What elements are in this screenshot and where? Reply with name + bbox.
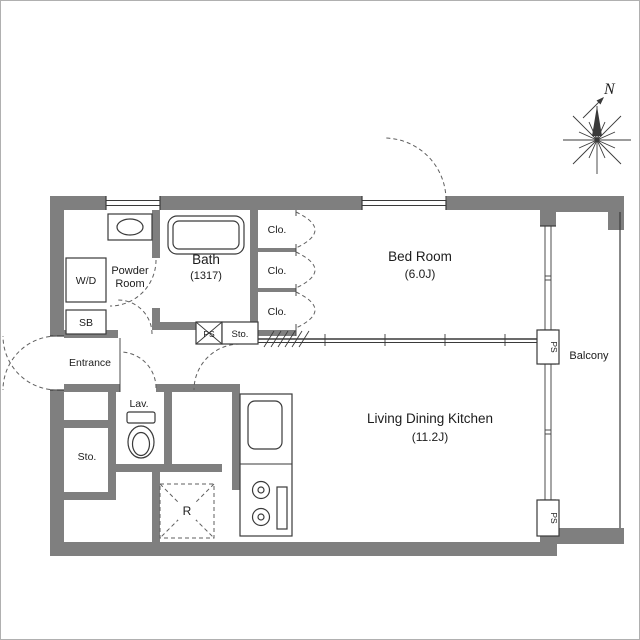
pipe-space-right-bottom-box <box>536 499 560 537</box>
entrance-opening <box>50 336 64 390</box>
bath-door-arc <box>109 259 157 307</box>
lavatory-door-arc <box>119 351 157 389</box>
closet-middle-label: Clo. <box>268 265 287 277</box>
compass-icon: N <box>563 81 631 174</box>
sink-icon <box>247 400 283 450</box>
vanity-basin <box>116 218 144 236</box>
pipe-space-right-top-label: PS <box>549 341 559 353</box>
burner-icon <box>251 480 271 500</box>
fixtures <box>65 213 560 539</box>
pipe-space-right-bottom-label: PS <box>549 512 559 524</box>
storage-hall-label: Sto. <box>232 329 249 340</box>
balcony-wall-top <box>556 196 624 212</box>
wall-kitchen-back <box>232 392 240 490</box>
ldk-label: Living Dining Kitchen <box>367 411 493 426</box>
sliding-partition <box>119 210 540 392</box>
shoe-box <box>65 309 107 335</box>
wall-lav-bottom <box>108 464 222 472</box>
stove-icon <box>251 480 288 530</box>
bedroom-label: Bed Room <box>388 249 452 264</box>
powder-room-label-2: Room <box>115 278 144 290</box>
pipe-space-hall-label: PS <box>203 329 215 339</box>
bathtub-icon <box>167 215 245 255</box>
toilet-bowl <box>131 431 151 457</box>
wall-fridge-left <box>152 472 160 542</box>
refrigerator-space <box>159 483 215 539</box>
wall-lav-left <box>108 384 116 500</box>
bedroom-top-window <box>362 196 446 210</box>
door-swings <box>2 137 447 391</box>
bedroom-window-arc <box>383 137 447 201</box>
balcony-wall-stub <box>608 196 624 230</box>
washer-dryer-label: W/D <box>76 275 97 287</box>
burner-icon <box>251 507 271 527</box>
ldk-window <box>540 364 556 500</box>
wall-closet-bottom <box>258 330 296 336</box>
bath-door-opening <box>152 258 160 308</box>
bedroom-window <box>540 226 556 330</box>
ldk-size-label: (11.2J) <box>412 430 448 444</box>
vanity-icon <box>107 213 153 241</box>
closet-bottom-label: Clo. <box>268 306 287 318</box>
entrance-door-arc-2 <box>2 335 58 391</box>
powder-room-label-1: Powder <box>111 265 149 277</box>
lavatory-label: Lav. <box>129 398 148 410</box>
wall-hall-left <box>64 384 120 392</box>
wall-bath-right <box>250 210 258 344</box>
north-pointer <box>592 106 602 136</box>
bedroom-size-label: (6.0J) <box>405 267 436 281</box>
windows <box>50 196 621 528</box>
entrance-label: Entrance <box>69 357 111 369</box>
wall-storage-top <box>64 420 116 428</box>
ldk-door-arc <box>193 343 241 391</box>
wall-hall-right <box>156 384 240 392</box>
balcony-label: Balcony <box>569 350 609 362</box>
north-label: N <box>603 81 616 98</box>
bathtub-inner <box>172 220 240 250</box>
pipe-space-right-top-box <box>536 329 560 365</box>
wall-storage-bottom <box>64 492 116 500</box>
wall-bottom <box>50 542 557 556</box>
grill-icon <box>276 486 288 530</box>
refrigerator-label: R <box>183 504 192 518</box>
wall-bath-bottom <box>152 322 196 330</box>
top-window-left <box>106 196 160 210</box>
bath-size-label: (1317) <box>190 270 222 282</box>
bath-label: Bath <box>192 252 220 267</box>
entrance-door-arc-1 <box>2 335 58 391</box>
storage-hall-box <box>221 321 259 345</box>
toilet-tank <box>126 411 156 424</box>
closet-top-label: Clo. <box>268 224 287 236</box>
toilet-icon <box>127 425 155 459</box>
washer-dryer-box <box>65 257 107 303</box>
storage-left-label: Sto. <box>78 451 97 463</box>
wall-closet-divider-1 <box>258 248 296 252</box>
labels: Bath (1317) Powder Room W/D SB Entrance … <box>69 224 609 524</box>
balcony-wall-bottom <box>556 528 624 544</box>
wall-closet-divider-2 <box>258 288 296 292</box>
shoe-box-label: SB <box>79 317 93 329</box>
wall-lav-right <box>164 392 172 472</box>
